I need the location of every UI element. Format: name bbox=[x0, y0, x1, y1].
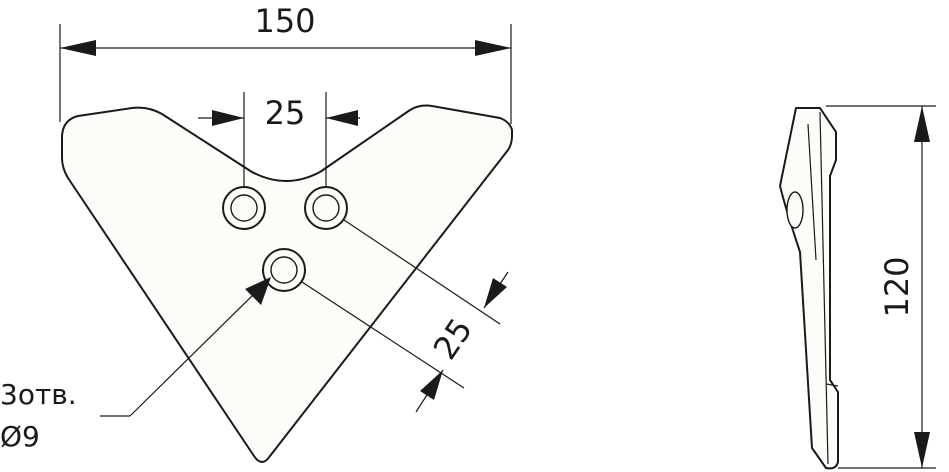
dim-label-hole-spacing-horizontal: 25 bbox=[265, 94, 306, 132]
hole-left bbox=[222, 186, 266, 230]
hole-right bbox=[304, 186, 348, 230]
front-view bbox=[61, 104, 513, 463]
dimension-hole-spacing-horizontal: 25 bbox=[198, 92, 360, 188]
dim-arrow-top bbox=[914, 106, 930, 142]
dim-arrow-right bbox=[475, 40, 511, 56]
dim-arrow-right bbox=[326, 110, 358, 126]
hole-bottom bbox=[262, 248, 306, 292]
dim-arrow-left bbox=[60, 40, 96, 56]
dim-arrow-bottom bbox=[914, 432, 930, 468]
side-hole bbox=[786, 191, 804, 229]
side-profile-outline bbox=[779, 107, 839, 470]
leader-arrow bbox=[245, 277, 271, 305]
dimension-overall-width: 150 bbox=[59, 2, 512, 124]
note-hole-diameter: Ø9 bbox=[0, 420, 40, 453]
dim-label-hole-spacing-diagonal: 25 bbox=[426, 311, 480, 366]
dim-arrow-left bbox=[212, 110, 244, 126]
side-view bbox=[779, 107, 839, 470]
note-hole-count: 3отв. bbox=[0, 378, 77, 411]
dim-arrow-lower bbox=[420, 370, 443, 400]
hole-note: 3отв. Ø9 bbox=[0, 277, 271, 453]
dim-arrow-upper bbox=[484, 278, 507, 308]
dim-label-overall-width: 150 bbox=[254, 2, 315, 40]
dimension-side-height: 120 bbox=[826, 105, 936, 469]
dim-label-side-height: 120 bbox=[878, 256, 916, 317]
